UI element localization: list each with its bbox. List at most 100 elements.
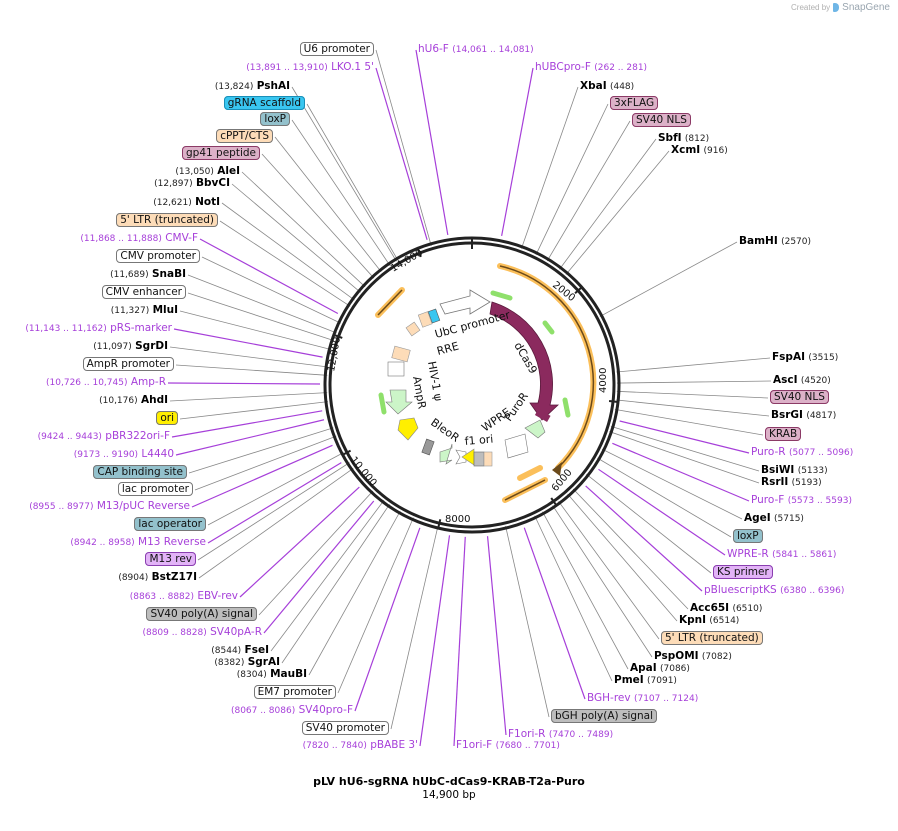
grna-scaffold-feature[interactable] bbox=[427, 308, 441, 324]
rre-block-feature[interactable] bbox=[405, 321, 421, 337]
feature-5-ltr-truncated[interactable]: 5' LTR (truncated) bbox=[661, 631, 763, 645]
enzyme-site-sgrdi[interactable]: (11,097) SgrDI bbox=[93, 340, 168, 354]
enzyme-site-noti[interactable]: (12,621) NotI bbox=[153, 196, 220, 210]
enzyme-site-agei[interactable]: AgeI (5715) bbox=[744, 512, 804, 526]
primer-amp-r[interactable]: (10,726 .. 10,745) Amp-R bbox=[46, 376, 166, 390]
primer-m13-reverse[interactable]: (8942 .. 8958) M13 Reverse bbox=[70, 536, 206, 550]
feature-cmv-promoter[interactable]: CMV promoter bbox=[116, 249, 200, 263]
feature-lac-operator[interactable]: lac operator bbox=[134, 517, 206, 531]
feature-ks-primer[interactable]: KS primer bbox=[713, 565, 773, 579]
feature-box-label: gp41 peptide bbox=[182, 146, 260, 160]
primer-f1ori-f[interactable]: F1ori-F (7680 .. 7701) bbox=[456, 739, 560, 753]
position-value: (11,143 .. 11,162) bbox=[25, 324, 107, 334]
krab-feature[interactable] bbox=[534, 408, 551, 422]
enzyme-site-pmei[interactable]: PmeI (7091) bbox=[614, 674, 677, 688]
primer-hubcpro-f[interactable]: hUBCpro-F (262 .. 281) bbox=[535, 61, 647, 75]
feature-loxp[interactable]: loxP bbox=[733, 529, 763, 543]
primer-wpre-r[interactable]: WPRE-R (5841 .. 5861) bbox=[727, 548, 836, 562]
enzyme-site-apai[interactable]: ApaI (7086) bbox=[630, 662, 690, 676]
primer-pbabe-3[interactable]: (7820 .. 7840) pBABE 3' bbox=[303, 739, 418, 753]
position-value: (14,061 .. 14,081) bbox=[452, 45, 534, 55]
feature-u6-promoter[interactable]: U6 promoter bbox=[299, 42, 374, 56]
feature-krab[interactable]: KRAB bbox=[765, 427, 802, 441]
primer-hu6-f[interactable]: hU6-F (14,061 .. 14,081) bbox=[418, 43, 534, 57]
primer-puro-r[interactable]: Puro-R (5077 .. 5096) bbox=[751, 446, 853, 460]
feature-sv40-poly-a-signal[interactable]: SV40 poly(A) signal bbox=[146, 607, 257, 621]
enzyme-site-asci[interactable]: AscI (4520) bbox=[773, 374, 831, 388]
position-value: (11,689) bbox=[110, 270, 149, 280]
ampr-feature[interactable] bbox=[385, 389, 413, 415]
enzyme-site-rsrii[interactable]: RsrII (5193) bbox=[761, 476, 822, 490]
cmv-block-feature[interactable] bbox=[387, 361, 405, 377]
primer-m13-puc-reverse[interactable]: (8955 .. 8977) M13/pUC Reverse bbox=[29, 500, 190, 514]
bleor-feature[interactable] bbox=[439, 443, 453, 465]
enzyme-site-ahdi[interactable]: (10,176) AhdI bbox=[99, 394, 168, 408]
feature-bgh-poly-a-signal[interactable]: bGH poly(A) signal bbox=[551, 709, 658, 723]
enzyme-site-snabi[interactable]: (11,689) SnaBI bbox=[110, 268, 186, 282]
primer-sv40pro-f[interactable]: (8067 .. 8086) SV40pro-F bbox=[231, 704, 353, 718]
ltr-block-feature[interactable] bbox=[391, 345, 411, 363]
primer-prs-marker[interactable]: (11,143 .. 11,162) pRS-marker bbox=[25, 322, 172, 336]
ubc-promoter-feature[interactable] bbox=[439, 289, 491, 315]
feature-sv40-nls[interactable]: SV40 NLS bbox=[770, 390, 829, 404]
bgh-polya-feature[interactable] bbox=[473, 451, 485, 467]
leader-line bbox=[221, 202, 355, 301]
puror-feature[interactable] bbox=[524, 419, 546, 439]
feature-ampr-promoter[interactable]: AmpR promoter bbox=[82, 357, 174, 371]
enzyme-site-bsrgi[interactable]: BsrGI (4817) bbox=[771, 409, 836, 423]
feature-grna-scaffold[interactable]: gRNA scaffold bbox=[223, 96, 305, 110]
feature-lac-promoter[interactable]: lac promoter bbox=[117, 482, 193, 496]
sv40-promoter-feature[interactable] bbox=[455, 449, 467, 465]
feature-cppt-cts[interactable]: cPPT/CTS bbox=[216, 129, 273, 143]
loxp-cppt-feature[interactable] bbox=[417, 311, 433, 328]
enzyme-site-fsei[interactable]: (8544) FseI bbox=[211, 644, 269, 658]
feature-loxp[interactable]: loxP bbox=[260, 112, 290, 126]
enzyme-site-bsiwi[interactable]: BsiWI (5133) bbox=[761, 464, 828, 478]
enzyme-site-bbvci[interactable]: (12,897) BbvCI bbox=[154, 177, 230, 191]
feature-ori[interactable]: ori bbox=[156, 411, 178, 425]
leader-line bbox=[239, 486, 360, 598]
enzyme-site-sbfi[interactable]: SbfI (812) bbox=[658, 132, 709, 146]
enzyme-site-bstz17i[interactable]: (8904) BstZ17I bbox=[118, 571, 197, 585]
feature-cmv-enhancer[interactable]: CMV enhancer bbox=[101, 285, 186, 299]
enzyme-site-alei[interactable]: (13,050) AleI bbox=[175, 165, 240, 179]
primer-pbr322ori-f[interactable]: (9424 .. 9443) pBR322ori-F bbox=[38, 430, 170, 444]
primer-name: pBABE 3' bbox=[370, 739, 418, 751]
em7-feature[interactable] bbox=[421, 438, 435, 456]
feature-3xflag[interactable]: 3xFLAG bbox=[610, 96, 659, 110]
primer-puro-f[interactable]: Puro-F (5573 .. 5593) bbox=[751, 494, 852, 508]
primer-bgh-rev[interactable]: BGH-rev (7107 .. 7124) bbox=[587, 692, 698, 706]
primer-l4440[interactable]: (9173 .. 9190) L4440 bbox=[74, 448, 174, 462]
primer-lko-1-5[interactable]: (13,891 .. 13,910) LKO.1 5' bbox=[246, 61, 374, 75]
enzyme-site-xcmi[interactable]: XcmI (916) bbox=[671, 144, 728, 158]
enzyme-site-xbai[interactable]: XbaI (448) bbox=[580, 80, 634, 94]
feature-cap-binding-site[interactable]: CAP binding site bbox=[93, 465, 187, 479]
primer-sv40pa-r[interactable]: (8809 .. 8828) SV40pA-R bbox=[142, 626, 262, 640]
feature-box-label: SV40 promoter bbox=[301, 721, 389, 735]
feature-sv40-nls[interactable]: SV40 NLS bbox=[632, 113, 691, 127]
enzyme-site-maubi[interactable]: (8304) MauBI bbox=[237, 668, 307, 682]
feature-5-ltr-truncated[interactable]: 5' LTR (truncated) bbox=[116, 213, 218, 227]
enzyme-site-sgrai[interactable]: (8382) SgrAI bbox=[214, 656, 280, 670]
dcas9-feature[interactable] bbox=[489, 301, 560, 421]
feature-em7-promoter[interactable]: EM7 promoter bbox=[253, 685, 336, 699]
leader-line bbox=[610, 425, 760, 472]
primer-pbluescriptks[interactable]: pBluescriptKS (6380 .. 6396) bbox=[704, 584, 844, 598]
wpre-feature[interactable] bbox=[504, 433, 529, 459]
enzyme-site-mlui[interactable]: (11,327) MluI bbox=[111, 304, 178, 318]
feature-gp41-peptide[interactable]: gp41 peptide bbox=[182, 146, 260, 160]
ltr-truncated-feature[interactable] bbox=[483, 451, 493, 467]
feature-m13-rev[interactable]: M13 rev bbox=[145, 552, 196, 566]
enzyme-site-bamhi[interactable]: BamHI (2570) bbox=[739, 235, 811, 249]
primer-ebv-rev[interactable]: (8863 .. 8882) EBV-rev bbox=[130, 590, 238, 604]
feature-sv40-promoter[interactable]: SV40 promoter bbox=[301, 721, 389, 735]
enzyme-site-pshai[interactable]: (13,824) PshAI bbox=[215, 80, 290, 94]
enzyme-site-acc65i[interactable]: Acc65I (6510) bbox=[690, 602, 762, 616]
position-value: (13,050) bbox=[175, 167, 214, 177]
primer-f1ori-r[interactable]: F1ori-R (7470 .. 7489) bbox=[508, 728, 613, 742]
enzyme-site-pspomi[interactable]: PspOMI (7082) bbox=[654, 650, 732, 664]
primer-cmv-f[interactable]: (11,868 .. 11,888) CMV-F bbox=[80, 232, 198, 246]
enzyme-site-kpni[interactable]: KpnI (6514) bbox=[679, 614, 739, 628]
enzyme-site-fspai[interactable]: FspAI (3515) bbox=[772, 351, 838, 365]
ori-feature[interactable] bbox=[397, 417, 419, 441]
